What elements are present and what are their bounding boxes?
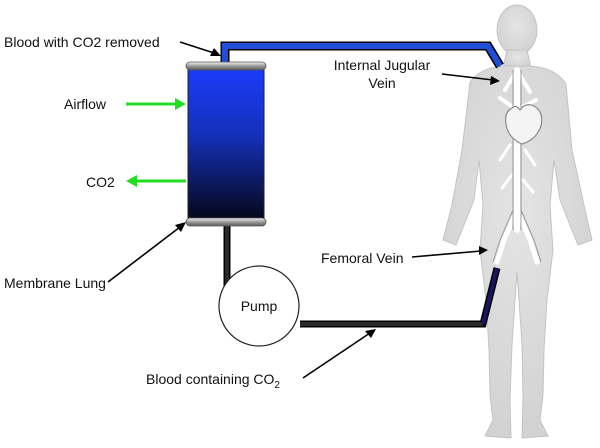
label-airflow: Airflow <box>64 96 107 112</box>
label-co2: CO2 <box>86 174 115 190</box>
membrane-lung-device <box>185 61 267 227</box>
lung-bottom-cap <box>185 217 267 227</box>
label-blood-containing-co2: Blood containing CO2 <box>146 371 280 391</box>
pump: Pump <box>218 265 300 347</box>
lung-top-cap <box>185 61 267 71</box>
leader-arrows <box>107 41 500 379</box>
label-blood-co2-removed: Blood with CO2 removed <box>4 34 160 50</box>
femoral-tube <box>481 267 499 325</box>
pump-label: Pump <box>241 298 278 314</box>
vein-network-outline <box>492 70 542 263</box>
label-femoral-vein: Femoral Vein <box>321 250 403 266</box>
label-internal-jugular-2: Vein <box>368 75 395 91</box>
heart-icon <box>505 104 543 145</box>
return-tube <box>220 41 504 69</box>
co2-arrow <box>126 175 186 187</box>
human-body-icon <box>442 4 593 439</box>
label-membrane-lung: Membrane Lung <box>4 275 106 291</box>
label-internal-jugular-1: Internal Jugular <box>334 57 431 73</box>
airflow-arrow <box>126 98 186 110</box>
